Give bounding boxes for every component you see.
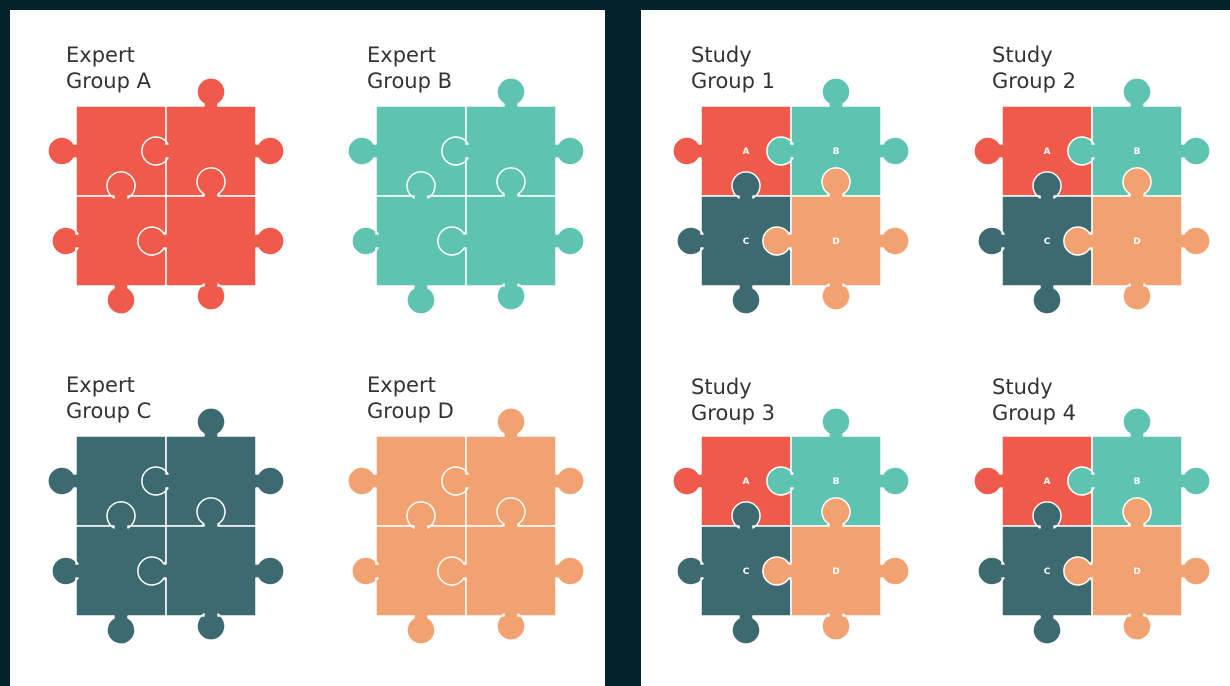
piece-label-a: A — [743, 147, 750, 157]
puzzle-piece-4 — [137, 497, 285, 641]
study-group-2-puzzle: A B C D — [973, 77, 1211, 315]
piece-label-d: D — [1133, 237, 1140, 247]
study-group-1-puzzle: A B C D — [672, 77, 910, 315]
piece-label-c: C — [743, 237, 750, 247]
study-group-2-label: Study Group 2 — [992, 43, 1076, 93]
piece-label-b: B — [833, 147, 840, 157]
study-group-3-label: Study Group 3 — [691, 375, 775, 425]
piece-label-a: A — [743, 477, 750, 487]
study-group-3-puzzle: A B C D — [672, 407, 910, 645]
expert-group-b-label: Expert Group B — [367, 43, 453, 93]
expert-group-a-puzzle — [47, 77, 285, 315]
piece-label-c: C — [1044, 567, 1051, 577]
piece-label-d: D — [1133, 567, 1140, 577]
expert-group-b-puzzle — [347, 77, 585, 315]
puzzle-piece-4 — [437, 167, 585, 311]
piece-label-b: B — [1134, 477, 1141, 487]
puzzle-piece-4 — [1063, 497, 1211, 641]
study-group-4-puzzle: A B C D — [973, 407, 1211, 645]
piece-label-c: C — [743, 567, 750, 577]
study-group-1-label: Study Group 1 — [691, 43, 775, 93]
piece-label-a: A — [1044, 147, 1051, 157]
puzzle-piece-4 — [762, 497, 910, 641]
piece-label-c: C — [1044, 237, 1051, 247]
expert-group-a-label: Expert Group A — [66, 43, 151, 93]
piece-label-b: B — [1134, 147, 1141, 157]
piece-label-d: D — [832, 567, 839, 577]
puzzle-piece-4 — [1063, 167, 1211, 311]
piece-label-a: A — [1044, 477, 1051, 487]
study-group-4-label: Study Group 4 — [992, 375, 1076, 425]
study-groups-panel: Study Group 1 A B C D Study Group 2 A B C D St… — [641, 10, 1230, 686]
puzzle-piece-4 — [137, 167, 285, 311]
piece-label-b: B — [833, 477, 840, 487]
expert-group-c-puzzle — [47, 407, 285, 645]
expert-groups-panel: Expert Group A Expert Group B Expert Gro… — [10, 10, 605, 686]
expert-group-d-label: Expert Group D — [367, 373, 454, 423]
puzzle-piece-4 — [762, 167, 910, 311]
puzzle-piece-4 — [437, 497, 585, 641]
expert-group-d-puzzle — [347, 407, 585, 645]
piece-label-d: D — [832, 237, 839, 247]
expert-group-c-label: Expert Group C — [66, 373, 152, 423]
